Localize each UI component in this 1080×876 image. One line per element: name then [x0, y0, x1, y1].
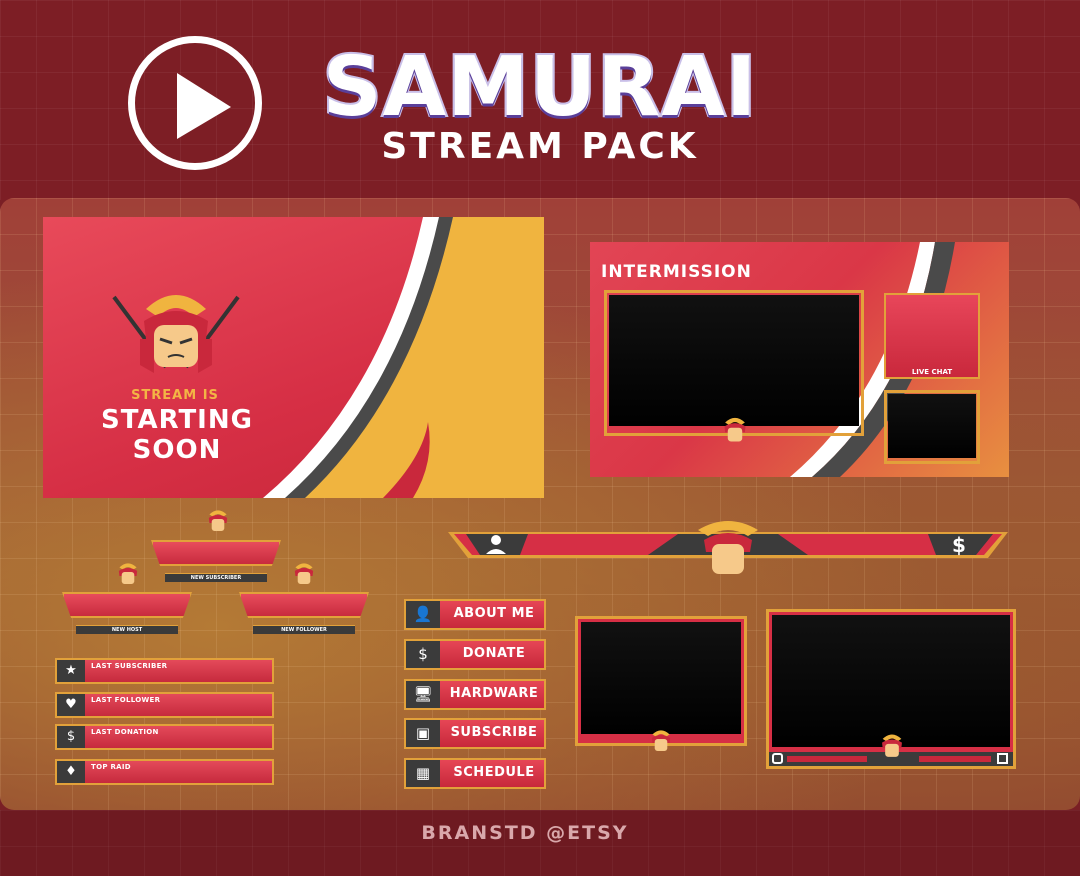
- social-handle-bar: [787, 756, 867, 762]
- panel-label: ABOUT ME: [453, 606, 535, 621]
- panel-donate[interactable]: $ DONATE: [404, 639, 546, 670]
- twitch-icon: ▣: [406, 720, 440, 747]
- stat-top-raid: ♦ TOP RAID: [55, 759, 274, 785]
- new-host-alert: [62, 592, 192, 618]
- panel-about-me[interactable]: 👤 ABOUT ME: [404, 599, 546, 630]
- heart-icon: ♥: [57, 694, 85, 716]
- intermission-swoosh: [790, 242, 955, 477]
- intermission-cam-screen: [888, 394, 976, 458]
- stat-last-follower: ♥ LAST FOLLOWER: [55, 692, 274, 718]
- webcam-screen-small: [581, 622, 741, 734]
- starting-soon-scene: [43, 217, 544, 498]
- webcam-screen-large: [772, 615, 1010, 747]
- panel-schedule[interactable]: ▦ SCHEDULE: [404, 758, 546, 789]
- twitch-icon: [997, 753, 1008, 764]
- play-icon: [177, 73, 231, 139]
- banner-shape: $: [448, 521, 1008, 574]
- footer-credit: BRANSTD @ETSY: [421, 822, 629, 844]
- intermission-main-screen: [609, 295, 859, 426]
- intermission-cam-frame: [884, 390, 980, 464]
- panel-label: HARDWARE: [449, 686, 539, 701]
- star-icon: ★: [57, 660, 85, 682]
- live-chat-box: [884, 293, 980, 379]
- social-handle-bar: [919, 756, 991, 762]
- panel-label: SUBSCRIBE: [450, 725, 538, 740]
- panel-label: DONATE: [462, 646, 526, 661]
- instagram-icon: [772, 753, 783, 764]
- alert-mascot-icon: [208, 510, 228, 531]
- alert-label: NEW HOST: [76, 625, 178, 634]
- stat-last-donation: $ LAST DONATION: [55, 724, 274, 750]
- panel-label: SCHEDULE: [453, 765, 535, 780]
- user-icon: 👤: [406, 601, 440, 628]
- webcam-social-bar: [769, 752, 1013, 766]
- intermission-title: INTERMISSION: [601, 262, 752, 282]
- alert-label: NEW FOLLOWER: [253, 625, 355, 634]
- dollar-icon: $: [406, 641, 440, 668]
- stat-label: LAST SUBSCRIBER: [91, 662, 168, 670]
- diamond-icon: ♦: [57, 761, 85, 783]
- play-button[interactable]: [128, 36, 262, 170]
- stat-last-subscriber: ★ LAST SUBSCRIBER: [55, 658, 274, 684]
- live-chat-label: LIVE CHAT: [911, 368, 953, 376]
- alert-mascot-icon: [294, 563, 314, 584]
- dollar-icon: $: [57, 726, 85, 748]
- panel-subscribe[interactable]: ▣ SUBSCRIBE: [404, 718, 546, 749]
- webcam-mascot-icon: [882, 734, 902, 757]
- starting-soon-line2: STARTING SOON: [101, 405, 253, 465]
- page-title: SAMURAI: [321, 38, 759, 137]
- samurai-mascot-icon: [112, 295, 240, 373]
- alert-label: NEW SUBSCRIBER: [165, 573, 267, 582]
- stat-label: TOP RAID: [91, 763, 131, 771]
- starting-soon-line1: STREAM IS: [131, 388, 219, 403]
- monitor-icon: 🖥: [406, 681, 440, 708]
- stat-label: LAST DONATION: [91, 728, 159, 736]
- new-subscriber-alert: [151, 540, 281, 566]
- stat-label: LAST FOLLOWER: [91, 696, 161, 704]
- swoosh-decoration: [263, 217, 544, 498]
- page-subtitle: STREAM PACK: [381, 126, 699, 167]
- footer-background: [0, 810, 1080, 876]
- calendar-icon: ▦: [406, 760, 440, 787]
- new-follower-alert: [239, 592, 369, 618]
- webcam-mascot-icon: [651, 730, 671, 751]
- svg-text:$: $: [952, 533, 966, 557]
- samurai-mascot-small-icon: [724, 417, 746, 442]
- alert-mascot-icon: [118, 563, 138, 584]
- panel-hardware[interactable]: 🖥 HARDWARE: [404, 679, 546, 710]
